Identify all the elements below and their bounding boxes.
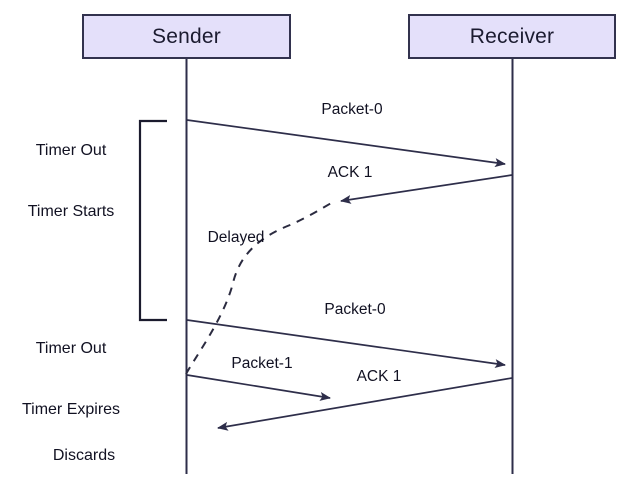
arrow-packet1 — [186, 374, 331, 401]
annotation-discards-line1: Discards — [52, 446, 116, 464]
timer-bracket — [138, 119, 167, 322]
annotation-timer-expires: Timer Out Timer Expires — [1, 298, 141, 462]
arrow-packet0-retransmit — [186, 319, 506, 369]
participant-label-receiver: Receiver — [469, 25, 555, 48]
participant-box-sender[interactable]: Sender — [82, 14, 291, 59]
annotation-timer-starts: Timer Out Timer Starts — [1, 100, 141, 264]
delayed-dashed-curve — [185, 201, 334, 375]
message-label-ack1-delayed: ACK 1 — [327, 164, 373, 181]
message-label-packet0-first: Packet-0 — [321, 101, 383, 118]
message-label-packet0-retransmit: Packet-0 — [324, 301, 386, 318]
message-label-delayed: Delayed — [207, 229, 265, 246]
arrow-ack1-delayed — [340, 174, 513, 204]
message-label-ack1-duplicate: ACK 1 — [356, 368, 402, 385]
participant-box-receiver[interactable]: Receiver — [408, 14, 616, 59]
annotation-timer-expires-line2: Timer Expires — [21, 401, 121, 419]
participant-label-sender: Sender — [152, 25, 221, 48]
arrow-ack1-duplicate — [217, 377, 513, 431]
arrow-packet0-first — [186, 119, 506, 168]
annotation-timer-expires-line1: Timer Out — [35, 339, 107, 357]
annotation-timer-starts-line2: Timer Starts — [27, 203, 115, 221]
message-label-packet1: Packet-1 — [231, 355, 293, 372]
annotation-timer-starts-line1: Timer Out — [35, 141, 107, 159]
